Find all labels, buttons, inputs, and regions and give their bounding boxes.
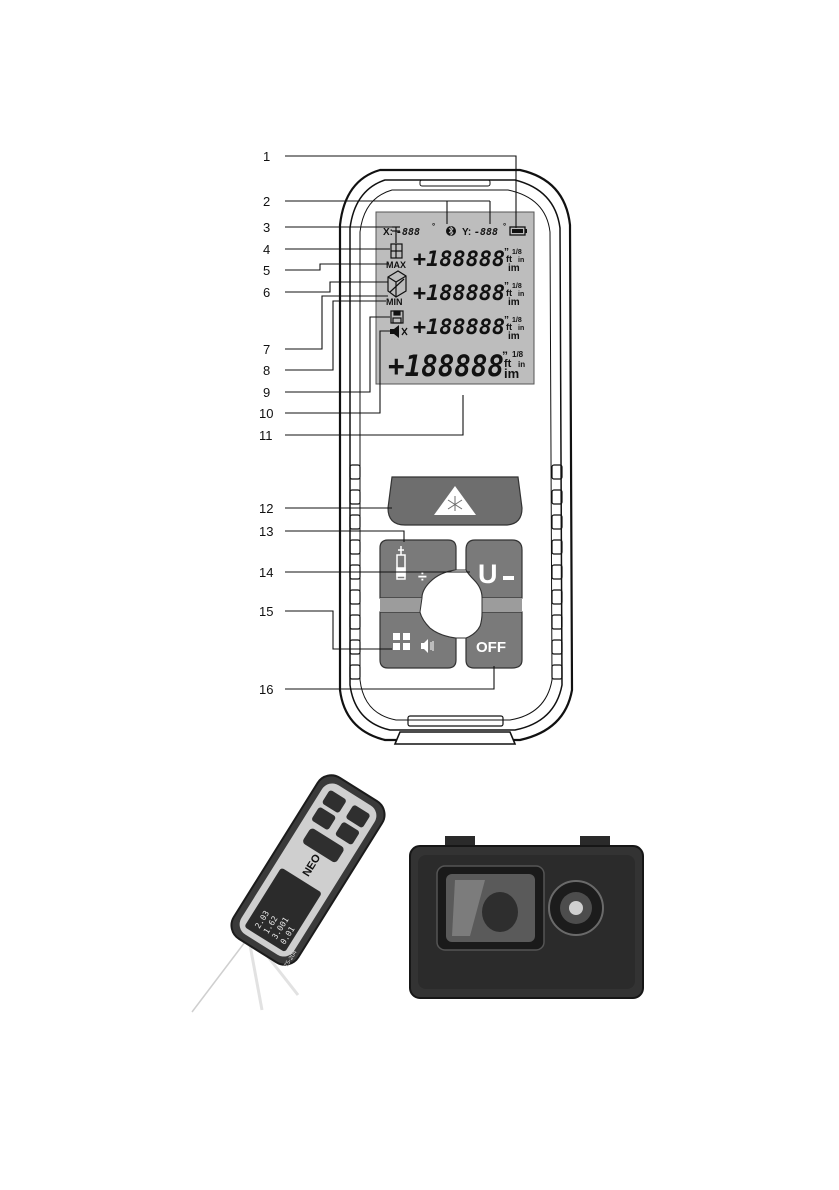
lcd-row-1: +188888 ” 1/8 ft in im [413,247,524,274]
lcd-row-3-frac: 1/8 [512,317,522,324]
measure-button[interactable] [388,477,522,525]
lcd-row-2-value: +188888 [413,281,505,305]
lcd-screen: X: -888 ° Y: -888 ° MAX [376,212,534,384]
lcd-row-4-frac: 1/8 [512,350,524,359]
callout-14: 14 [259,565,273,580]
lcd-y-label: Y: [462,227,471,238]
lens-front-photo [410,836,643,998]
callout-5: 5 [263,263,270,278]
callout-15: 15 [259,604,273,619]
callout-numbers: 1 2 3 4 5 6 7 8 9 10 11 12 13 14 15 16 [259,149,273,697]
callout-13: 13 [259,524,273,539]
lcd-row-2-frac: 1/8 [512,283,522,290]
device-bottom-lip [395,732,515,744]
lcd-row-3: +188888 ” 1/8 ft in im [413,315,524,342]
lcd-row-1-frac: 1/8 [512,249,522,256]
emitter-lens [569,901,583,915]
unit-button-label: U [478,559,498,589]
angled-device-photo: 2.03 1.62 3.001 0.01 NEO 75-204 [192,769,391,1012]
lcd-y-value: -888 [474,227,498,238]
lcd-y-deg: ° [503,222,506,231]
callout-8: 8 [263,363,270,378]
lcd-x-value: -888 [396,227,420,238]
lcd-row-1-value: +188888 [413,247,505,271]
callout-12: 12 [259,501,273,516]
lcd-row-4-main: +188888 ” 1/8 ft in im [388,349,525,383]
callout-16: 16 [259,682,273,697]
lcd-x-deg: ° [432,222,435,231]
off-button-label: OFF [476,639,506,656]
callout-9: 9 [263,385,270,400]
lcd-row-4-value: +188888 [388,349,504,383]
lcd-min-label: MIN [386,297,403,307]
lcd-row-3-m: im [508,331,520,342]
callout-10: 10 [259,406,273,421]
lcd-row-2-m: im [508,297,520,308]
lcd-row-1-m: im [508,263,520,274]
callout-7: 7 [263,342,270,357]
bluetooth-icon [446,226,456,236]
lcd-max-label: MAX [386,260,406,270]
lcd-row-3-value: +188888 [413,315,505,339]
callout-2: 2 [263,194,270,209]
lcd-x-label: X: [383,227,393,238]
unit-underscore [503,576,514,580]
lcd-row-2: +188888 ” 1/8 ft in im [413,281,524,308]
lcd-row-4-m: im [504,366,519,381]
receiver-lens-reflection [482,892,518,932]
callout-6: 6 [263,285,270,300]
callout-1: 1 [263,149,270,164]
callout-4: 4 [263,242,270,257]
callout-3: 3 [263,220,270,235]
callout-11: 11 [259,428,273,443]
